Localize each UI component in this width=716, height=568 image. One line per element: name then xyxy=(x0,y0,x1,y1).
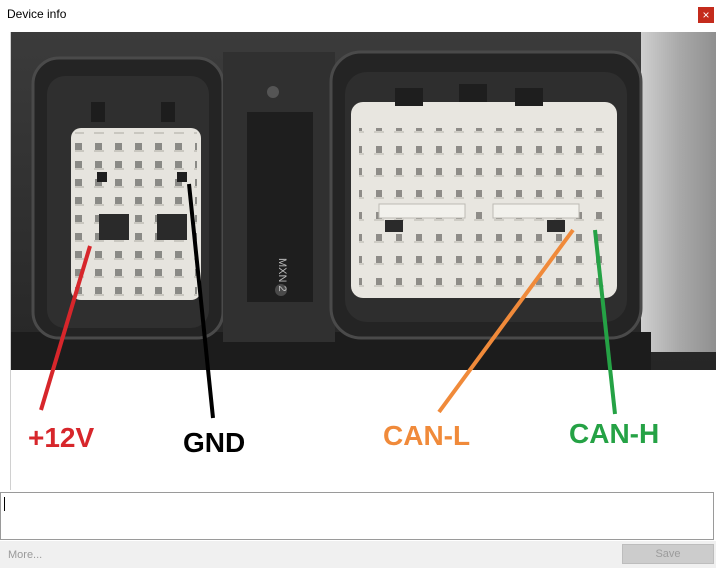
footer-bar: More... Save xyxy=(0,541,716,568)
ecu-connector-photo: MXN 2 xyxy=(11,32,716,419)
save-button[interactable]: Save xyxy=(622,544,714,564)
notes-textarea[interactable] xyxy=(0,492,714,540)
text-caret xyxy=(4,497,5,511)
label-plus-12v: +12V xyxy=(28,422,95,453)
label-can-h: CAN-H xyxy=(569,418,660,449)
label-can-l: CAN-L xyxy=(383,420,471,451)
close-icon: × xyxy=(702,8,710,22)
title-bar: Device info × xyxy=(0,0,716,30)
device-pinout-image: MXN 2 +12V GND CAN-L CAN-H xyxy=(10,32,716,490)
window-title: Device info xyxy=(7,7,67,21)
connector-marking: MXN 2 xyxy=(276,258,288,292)
label-gnd: GND xyxy=(183,427,246,458)
close-button[interactable]: × xyxy=(698,7,714,23)
more-link[interactable]: More... xyxy=(8,549,43,561)
